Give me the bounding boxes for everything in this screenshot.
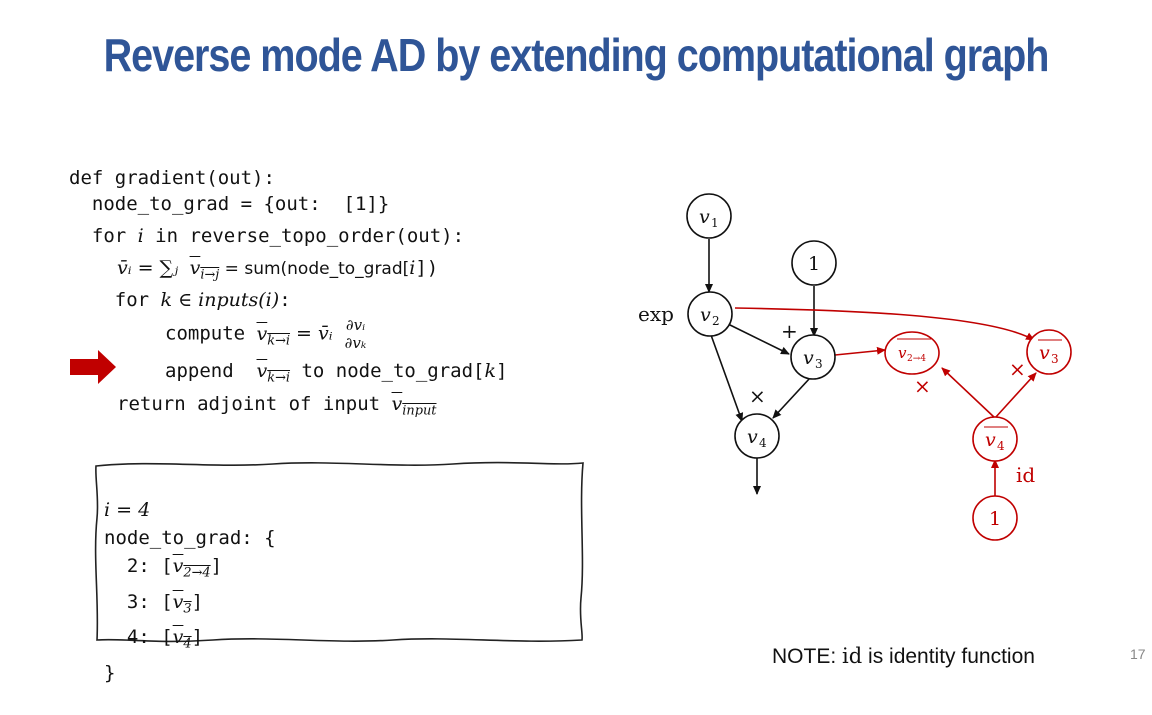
node-v4: v 4 (734, 413, 780, 459)
code-math: i (409, 257, 416, 279)
code-math: i (137, 225, 144, 247)
code-math-term: vi→j (189, 257, 220, 283)
node-grad-v2-4: v 2→4 (884, 331, 940, 375)
code-math: k (484, 360, 496, 382)
code-math: = v̄ᵢ (290, 322, 339, 345)
code-text: in reverse_topo_order(out): (143, 225, 465, 247)
state-entry: 2: [v2→4] (126, 555, 223, 581)
svg-text:4: 4 (759, 436, 767, 450)
svg-text:3: 3 (815, 357, 823, 371)
code-text: to node_to_grad[ (290, 360, 485, 382)
state-box: i = 4 node_to_grad: { 2: [v2→4] 3: [v3] 4… (104, 468, 276, 715)
state-header: node_to_grad: { (104, 527, 276, 549)
node-v3: v 3 (790, 334, 836, 380)
code-text: for (69, 225, 138, 247)
node-grad-v3: v 3 (1026, 329, 1072, 375)
footnote: NOTE: id is identity function (772, 644, 1035, 668)
node-grad-one: 1 (972, 495, 1018, 541)
code-text: = sum(node_to_grad[ (219, 259, 410, 279)
svg-text:4: 4 (997, 439, 1005, 453)
code-line-1: def gradient(out): (69, 167, 275, 189)
code-line-2: node_to_grad = {out: [1]} (69, 193, 390, 215)
code-text: compute (165, 322, 257, 345)
code-math: v̄ᵢ = ∑ⱼ (117, 257, 179, 279)
edge-g4-g24 (941, 367, 996, 419)
node-grad-v4: v 4 (972, 416, 1018, 462)
node-one: 1 (791, 240, 837, 286)
code-line-3: for i in reverse_topo_order(out): (69, 220, 464, 252)
state-close: } (104, 661, 116, 684)
computational-graph: v 1 1 v 2 v 3 v 4 v 2→4 v 3 v 4 1 (638, 193, 1072, 541)
code-text: ]) (415, 257, 439, 279)
code-math-term: vinput (391, 393, 437, 419)
op-label-times: × (749, 384, 766, 408)
code-text: append (165, 360, 257, 382)
edge-v2-v4 (710, 334, 744, 422)
edge-v3-v4 (772, 377, 811, 419)
code-text: ] (496, 360, 508, 382)
node-v2: v 2 (687, 291, 733, 337)
svg-text:1: 1 (711, 216, 719, 230)
code-line-4: v̄ᵢ = ∑ⱼ vi→j = sum(node_to_grad[i]) (117, 252, 438, 292)
code-text: return adjoint of input (117, 393, 392, 415)
op-label-times-g24: × (914, 374, 931, 398)
svg-text:1: 1 (808, 253, 820, 275)
code-line-8: return adjoint of input vinput (117, 388, 436, 428)
svg-text:v: v (699, 206, 710, 228)
code-math: k ∈ inputs(i) (160, 289, 280, 311)
state-entry: 4: [v4] (126, 626, 204, 652)
node-v1: v 1 (686, 193, 732, 239)
svg-text:v: v (700, 304, 711, 326)
partial-fraction: ∂vᵢ∂vₖ (344, 316, 367, 352)
op-label-times-g3: × (1009, 357, 1026, 381)
edge-v2-g3 (734, 307, 1035, 341)
svg-text:v: v (1039, 342, 1050, 364)
code-math-term: vk→i (256, 322, 291, 349)
edge-v3-g24 (834, 346, 886, 356)
svg-text:2: 2 (712, 314, 720, 328)
current-line-arrow-icon (70, 350, 116, 384)
edge-v2-v3 (727, 323, 790, 355)
slide-title: Reverse mode AD by extending computation… (103, 29, 1050, 81)
svg-text:v: v (747, 426, 758, 448)
svg-text:v: v (898, 344, 907, 362)
code-math-term: vk→i (256, 360, 291, 386)
svg-text:v: v (803, 347, 814, 369)
svg-text:2→4: 2→4 (907, 354, 926, 364)
edge-g4-g3 (994, 372, 1037, 419)
code-line-5: for k ∈ inputs(i): (69, 284, 291, 316)
svg-text:3: 3 (1051, 352, 1059, 366)
code-text: : (279, 289, 291, 311)
state-i: i = 4 (104, 499, 151, 521)
svg-text:v: v (985, 429, 996, 451)
code-line-6: compute vk→i = v̄ᵢ ∂vᵢ∂vₖ (165, 316, 366, 357)
code-text: for (69, 289, 161, 311)
svg-text:1: 1 (989, 508, 1001, 530)
op-label-plus: + (781, 319, 798, 343)
op-label-id: id (1016, 463, 1035, 487)
op-label-exp: exp (638, 302, 674, 326)
state-box-border (94, 461, 584, 643)
page-number: 17 (1130, 646, 1146, 662)
state-entry: 3: [v3] (126, 590, 204, 617)
code-line-7: append vk→i to node_to_grad[k] (165, 355, 507, 395)
